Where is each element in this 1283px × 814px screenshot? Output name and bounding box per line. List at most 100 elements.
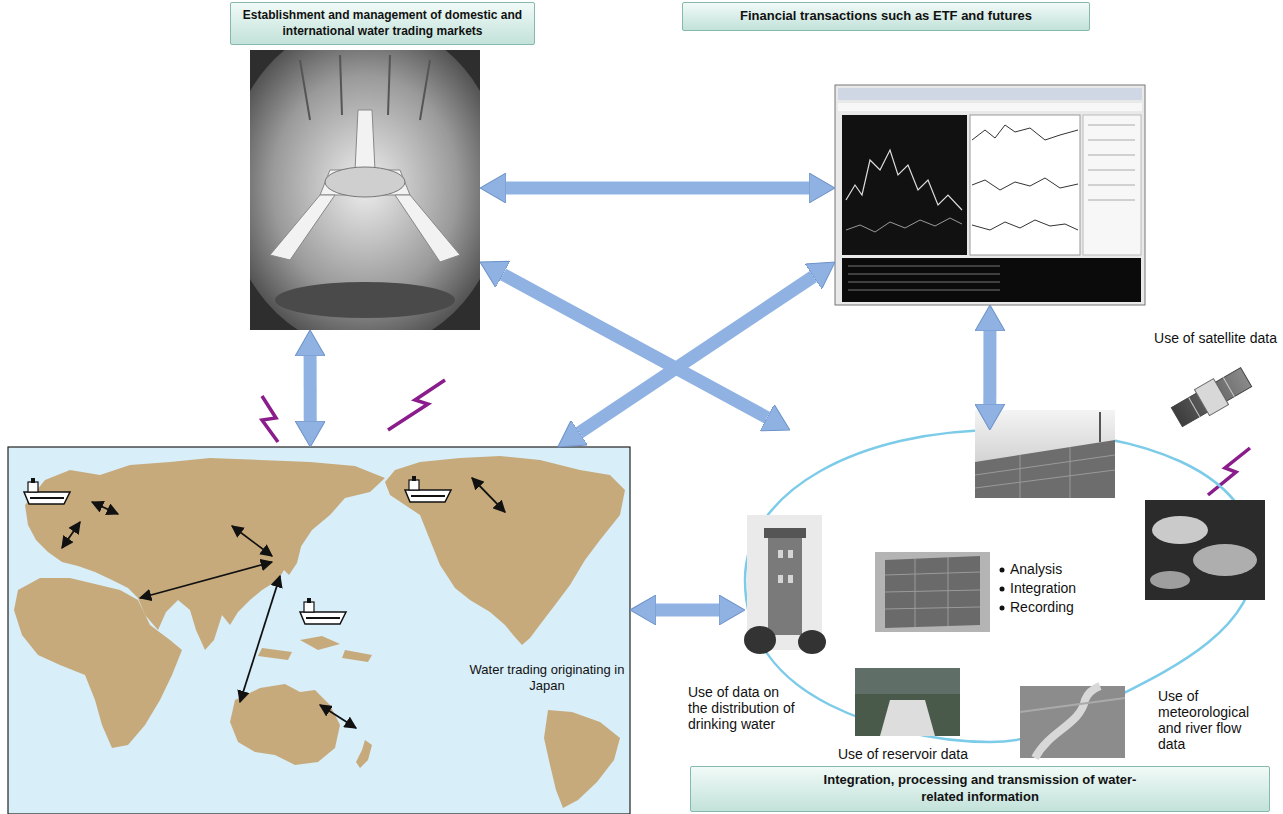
- solar-panel-photo: [975, 410, 1115, 498]
- trade-route-arrows-part: [92, 502, 118, 514]
- world-map-part: [544, 710, 620, 808]
- world-map-part: [356, 740, 372, 768]
- exchange-photo-part: [355, 110, 375, 170]
- exchange-photo-part: [275, 282, 455, 318]
- trading-screen-part-part: [848, 266, 1000, 267]
- data-center-photo-part: [885, 557, 980, 627]
- exchange-photo-part-part: [300, 60, 310, 120]
- photo-caption: Use of meteorological and river flow dat…: [1158, 688, 1270, 752]
- tanker-ship-part: [28, 482, 38, 492]
- tanker-ship-part: [306, 617, 340, 619]
- river-photo: [1020, 686, 1125, 758]
- tanker-ship-part: [24, 492, 70, 504]
- weather-satellite-image-part: [1193, 544, 1257, 576]
- river-photo-part: [1035, 686, 1100, 758]
- double-arrow: [656, 603, 719, 616]
- tanker-ship-part: [411, 495, 445, 497]
- trading-screen-part-part: [848, 290, 1000, 291]
- trade-route-arrows-part: [140, 562, 272, 598]
- market-panel: Establishment and management of domestic…: [250, 50, 480, 330]
- trading-screen-part-part: [848, 274, 1000, 275]
- trading-screen-part: [846, 218, 962, 232]
- weather-satellite-image: [1145, 500, 1265, 600]
- solar-panel-photo-part: [975, 410, 1115, 498]
- water-tower-photo-part: [764, 528, 806, 538]
- water-tower-photo-part-part: [778, 550, 783, 558]
- map-caption: Water trading originating in Japan: [468, 662, 626, 694]
- reservoir-photo-part: [855, 668, 960, 736]
- exchange-photo-part: [270, 195, 335, 260]
- trading-screen-part: [842, 115, 967, 255]
- exchange-photo: [250, 50, 480, 330]
- world-map-part: [300, 636, 340, 650]
- satellite-icon-part: [1223, 378, 1234, 397]
- double-arrow: [304, 356, 317, 421]
- tanker-ship-part: [300, 612, 346, 624]
- exchange-photo-part: [325, 167, 405, 197]
- process-item: Analysis: [1010, 561, 1062, 577]
- satellite-icon-part: [1171, 368, 1251, 427]
- world-map: [8, 447, 630, 814]
- world-map-part: [342, 650, 372, 662]
- trading-screen-part: [1088, 125, 1135, 200]
- trading-screen-part: [838, 88, 1142, 100]
- trading-screen-part: [848, 266, 1000, 290]
- header-text: Establishment and management of domestic…: [239, 8, 526, 39]
- double-arrow: [983, 331, 996, 404]
- trading-screen-part-part: [1088, 170, 1135, 171]
- photo-caption: Use of data on the distribution of drink…: [688, 684, 800, 732]
- tanker-ship: [405, 476, 451, 502]
- world-map-part: [258, 648, 292, 660]
- weather-satellite-image-part: [1150, 571, 1190, 589]
- tanker-ship: [24, 478, 70, 504]
- data-center-photo-part-part: [885, 590, 980, 592]
- solar-panel-photo-part: [1099, 412, 1101, 442]
- trading-screen-part-part: [1088, 125, 1135, 126]
- process-item: Recording: [1010, 599, 1074, 615]
- trading-screen-part: [842, 258, 1141, 302]
- trading-screen-part: [970, 115, 1080, 255]
- trading-screen-part-part: [1088, 185, 1135, 186]
- analysis-bullets: [1000, 568, 1005, 611]
- exchange-photo-part: [395, 195, 460, 262]
- tanker-ship-part: [31, 478, 35, 483]
- trading-screen-part: [846, 150, 962, 210]
- world-map-part: [385, 456, 625, 645]
- trading-screen-part-part: [848, 282, 1000, 283]
- trading-screen-part-part: [1088, 140, 1135, 141]
- water-tower-photo-part: [768, 535, 802, 635]
- exchange-photo-part-part: [420, 60, 430, 120]
- trading-screen-part-part: [1088, 200, 1135, 201]
- data-center-photo-part-part: [915, 559, 916, 627]
- solar-panel-photo-part: [975, 447, 1115, 498]
- analysis-bullets-part: [1000, 587, 1005, 592]
- header-band: Establishment and management of domestic…: [230, 2, 535, 45]
- trading-screen-part-part: [1088, 155, 1135, 156]
- photo-caption: Use of reservoir data: [838, 746, 968, 762]
- trade-route-arrows: [62, 478, 505, 728]
- tanker-ship-part: [30, 497, 64, 499]
- water-tower-photo-part: [778, 550, 793, 583]
- trading-screen-part: [972, 220, 1078, 230]
- solar-panel-photo-part-part: [1020, 455, 1021, 498]
- data-center-photo-part: [875, 552, 990, 632]
- world-map-part: [14, 578, 182, 748]
- reservoir-photo-part: [880, 700, 935, 736]
- exchange-photo-part: [250, 50, 480, 330]
- solar-panel-photo-part-part: [975, 455, 1115, 475]
- river-photo-part: [1020, 698, 1125, 712]
- tanker-ship-part: [307, 598, 311, 603]
- water-tower-photo-part-part: [788, 575, 793, 583]
- water-tower-photo-part-part: [778, 575, 783, 583]
- river-photo-part: [1020, 686, 1125, 758]
- wireless-symbol-part: [388, 380, 445, 430]
- water-tower-photo: [744, 515, 826, 654]
- exchange-photo-part-part: [340, 55, 342, 115]
- trading-screen-part: [972, 125, 1078, 140]
- trading-screen-part: [1083, 115, 1141, 255]
- tanker-ship: [300, 598, 346, 624]
- weather-satellite-image-part: [1152, 516, 1208, 544]
